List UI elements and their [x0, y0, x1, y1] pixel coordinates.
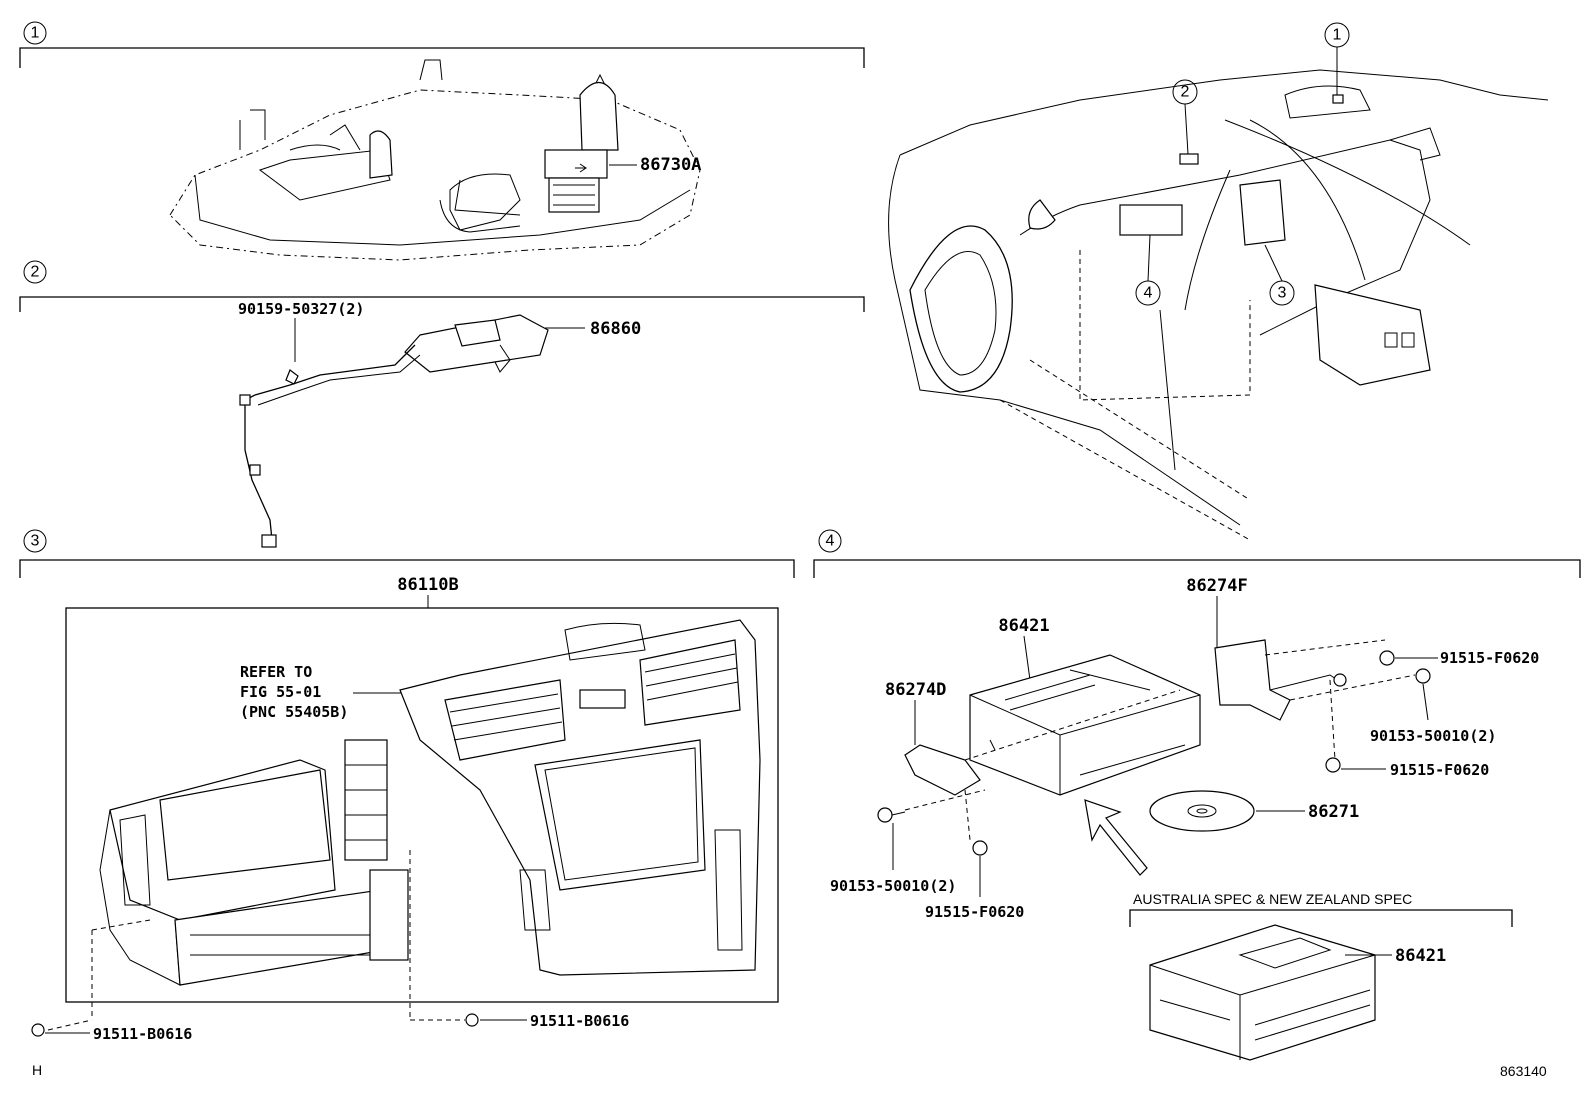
bolt-91515-top-icon	[1379, 650, 1395, 666]
part-label-91511-B0616-right: 91511-B0616	[530, 1012, 629, 1030]
side-mirror	[1028, 199, 1056, 230]
footer-left-mark: H	[32, 1062, 42, 1078]
part-label-86271: 86271	[1308, 802, 1359, 822]
section-3: 3 86110B REFER TO FIG 55-01 (PNC 55405B)	[19, 529, 795, 1043]
assembly-box-86110B	[65, 607, 779, 1003]
part-label-91515-F0620-top: 91515-F0620	[1440, 649, 1539, 667]
section-1-number: 1	[31, 25, 40, 42]
car-callout-3: 3	[1278, 285, 1287, 302]
car-overview: 1 2 3 4	[888, 22, 1549, 541]
bracket-86274D-drawing	[904, 744, 981, 796]
car-callout-2: 2	[1181, 84, 1190, 101]
car-part-4-unit	[1119, 204, 1183, 236]
part-label-86421: 86421	[998, 616, 1049, 636]
section-4-marker	[818, 529, 842, 553]
car-part-2-antenna	[1179, 153, 1199, 165]
direction-arrow	[1084, 799, 1148, 876]
bolt-91511-right-icon	[465, 1013, 479, 1027]
aus-nz-spec-label: AUSTRALIA SPEC & NEW ZEALAND SPEC	[1133, 891, 1412, 907]
car-roof-console	[1284, 85, 1371, 119]
navigation-display-unit-drawing	[99, 739, 409, 986]
center-cluster-panel-drawing	[399, 619, 761, 976]
part-label-86274F: 86274F	[1186, 576, 1247, 596]
part-label-86110B: 86110B	[397, 575, 458, 595]
section-3-marker	[23, 529, 47, 553]
car-body-outline	[888, 154, 1241, 526]
overhead-console-drawing	[169, 59, 701, 261]
gps-antenna-drawing	[239, 314, 549, 548]
car-roof-line	[899, 69, 1549, 156]
part-label-90153-50010-left: 90153-50010(2)	[830, 877, 956, 895]
car-callout-1: 1	[1333, 27, 1342, 44]
part-label-91515-F0620-mid: 91515-F0620	[1390, 761, 1489, 779]
car-center-display	[1239, 179, 1286, 246]
section-1-marker	[23, 21, 47, 45]
bolt-90153-left-icon	[877, 807, 893, 823]
bracket-86274F-drawing	[1214, 639, 1347, 721]
bolt-91511-left-icon	[31, 1023, 45, 1037]
part-label-86274D: 86274D	[885, 680, 946, 700]
section-2-bracket	[19, 296, 865, 312]
section-2-number: 2	[31, 264, 40, 281]
section-4: 4 86274F 86421 86274D	[813, 529, 1581, 1061]
bolt-90153-right-icon	[1415, 668, 1431, 684]
section-1-bracket	[19, 47, 865, 68]
refer-line-3: (PNC 55405B)	[240, 703, 348, 721]
section-3-number: 3	[31, 533, 40, 550]
dvd-player-aus-drawing	[1149, 924, 1376, 1061]
section-1: 1 86730A	[19, 21, 865, 261]
section-2: 2 90159-50327(2) 86860	[19, 260, 865, 548]
car-console-box	[1314, 284, 1431, 386]
section-4-number: 4	[826, 533, 835, 550]
refer-line-1: REFER TO	[240, 663, 312, 681]
part-label-90153-50010-right: 90153-50010(2)	[1370, 727, 1496, 745]
part-label-86730A: 86730A	[640, 155, 701, 175]
bolt-91515-bottom-icon	[972, 840, 988, 856]
car-callout-4: 4	[1144, 285, 1153, 302]
part-label-90159-50327: 90159-50327(2)	[238, 300, 364, 318]
section-4-bracket	[813, 559, 1581, 578]
disc-86271-drawing	[1149, 790, 1255, 832]
section-3-bracket	[19, 559, 795, 578]
aus-spec-bracket	[1129, 909, 1513, 927]
part-label-86860: 86860	[590, 319, 641, 339]
figure-code: 863140	[1500, 1063, 1547, 1079]
section-2-marker	[23, 260, 47, 284]
front-wheel	[909, 225, 1013, 393]
front-wheel-inner	[924, 251, 997, 376]
refer-line-2: FIG 55-01	[240, 683, 321, 701]
part-label-91511-B0616-left: 91511-B0616	[93, 1025, 192, 1043]
part-label-91515-F0620-bottom: 91515-F0620	[925, 903, 1024, 921]
bolt-91515-mid-icon	[1325, 757, 1341, 773]
dvd-player-unit-drawing	[969, 654, 1201, 796]
part-label-86421-aus: 86421	[1395, 946, 1446, 966]
